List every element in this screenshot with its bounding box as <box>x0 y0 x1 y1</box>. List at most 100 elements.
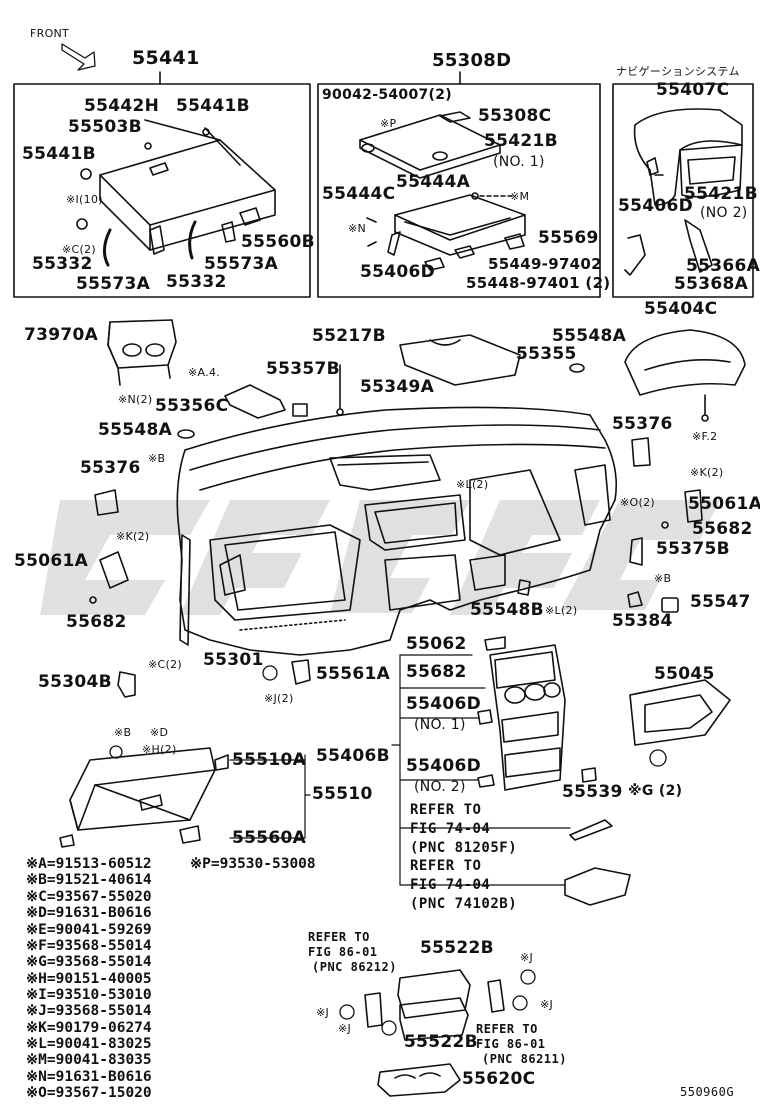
reference-note-title: REFER TO <box>410 858 482 874</box>
fastener-callout: ※B <box>148 452 166 465</box>
glovebox-group-frame <box>13 83 311 298</box>
part-label-55407C: 55407C <box>656 80 730 100</box>
part-label-55406D: 55406D <box>406 694 482 714</box>
legend-entry: ※H=90151-40005 <box>26 971 152 987</box>
part-label-55522B: 55522B <box>420 938 494 958</box>
fastener-callout: ※C(2) <box>148 658 182 671</box>
fastener-callout: ※A.4. <box>188 366 221 379</box>
plug-55548A-left <box>177 429 195 439</box>
part-label-73970A: 73970A <box>24 325 99 345</box>
part-label-55548B: 55548B <box>470 600 544 620</box>
cover-55384 <box>627 591 643 608</box>
fastener-callout: ※G (2) <box>628 783 683 799</box>
switch-81205F-sketch <box>569 819 613 841</box>
part-label-55448-97401: 55448-97401 (2) <box>466 274 611 292</box>
part-label-55573A: 55573A <box>204 254 279 274</box>
nav-bezel-sketch <box>624 108 743 276</box>
part-label-55368A: 55368A <box>674 274 749 294</box>
reference-note-figure: FIG 74-04 <box>410 877 491 893</box>
legend-entry: ※C=93567-55020 <box>26 889 152 905</box>
part-label-55376: 55376 <box>80 458 141 478</box>
part-label-55547: 55547 <box>690 592 751 612</box>
reference-note-pnc: (PNC 74102B) <box>410 896 518 912</box>
lower-group-frame <box>317 83 601 298</box>
speaker-cover-sketch <box>224 384 286 419</box>
part-label-55045: 55045 <box>654 664 715 684</box>
part-label-55304B: 55304B <box>38 672 112 692</box>
fastener-callout: ※J <box>316 1006 330 1019</box>
part-label-55406B: 55406B <box>316 746 390 766</box>
reference-note-pnc: (PNC 86212) <box>312 960 397 974</box>
fastener-callout: ※F.2 <box>692 430 718 443</box>
fastener-callout: ※J <box>338 1022 352 1035</box>
side-register-right <box>684 489 703 523</box>
legend-entry: ※G=93568-55014 <box>26 954 152 970</box>
legend-entry: ※M=90041-83035 <box>26 1052 152 1068</box>
instrument-panel-sketch <box>176 406 618 656</box>
part-label-55062: 55062 <box>406 634 467 654</box>
legend-entry: ※B=91521-40614 <box>26 872 152 888</box>
connector-lines <box>229 654 571 886</box>
part-note: (NO 2) <box>700 205 748 221</box>
part-label-55560B: 55560B <box>241 232 315 252</box>
group-label-55308D: 55308D <box>432 50 512 71</box>
part-label-55682: 55682 <box>406 662 467 682</box>
part-label-55332: 55332 <box>166 272 227 292</box>
legend-entry: ※D=91631-B0616 <box>26 905 152 921</box>
part-label-55376: 55376 <box>612 414 673 434</box>
bracket-55304B <box>117 671 136 698</box>
part-label-55510A: 55510A <box>232 750 307 770</box>
part-label-55384: 55384 <box>612 611 673 631</box>
reference-note-figure: FIG 86-01 <box>308 945 378 959</box>
bracket-55375B <box>629 537 643 566</box>
fastener-callout: ※L(2) <box>456 478 489 491</box>
part-label-55357B: 55357B <box>266 359 340 379</box>
fastener-callout: ※N(2) <box>118 393 153 406</box>
part-label-55620C: 55620C <box>462 1069 536 1089</box>
finish-panel-55045-sketch <box>629 679 731 746</box>
part-label-55406D: 55406D <box>406 756 482 776</box>
fastener-callout: ※L(2) <box>545 604 578 617</box>
legend-entry: ※P=93530-53008 <box>190 856 316 872</box>
lower-panel-sketch <box>359 111 526 271</box>
fastener-callout: ※B <box>114 726 132 739</box>
part-label-55406D: 55406D <box>618 196 694 216</box>
part-label-55356C: 55356C <box>155 396 229 416</box>
upper-pad-sketch <box>399 334 521 386</box>
part-label-55682: 55682 <box>66 612 127 632</box>
bracket-55376-right <box>631 437 651 467</box>
cover-55547 <box>661 597 679 613</box>
reference-note-title: REFER TO <box>308 930 370 944</box>
fastener-callout: ※J <box>520 951 534 964</box>
part-label-55560A: 55560A <box>232 828 307 848</box>
legend-entry: ※L=90041-83025 <box>26 1036 152 1052</box>
fastener-callout: ※H(2) <box>142 743 177 756</box>
group-label-55441: 55441 <box>132 47 200 69</box>
legend-entry: ※K=90179-06274 <box>26 1020 152 1036</box>
part-label-55569: 55569 <box>538 228 599 248</box>
part-label-55301: 55301 <box>203 650 264 670</box>
part-label-55355: 55355 <box>516 344 577 364</box>
part-note: (NO. 2) <box>414 779 466 795</box>
legend-entry: ※N=91631-B0616 <box>26 1069 152 1085</box>
part-label-55548A: 55548A <box>552 326 627 346</box>
cup-74102B-sketch <box>564 867 631 906</box>
reference-note-figure: FIG 86-01 <box>476 1037 546 1051</box>
fastener-callout: ※O(2) <box>620 496 655 509</box>
reference-note-pnc: (PNC 86211) <box>482 1052 567 1066</box>
part-label-55406D: 55406D <box>360 262 436 282</box>
fastener-callout: ※I(10) <box>66 193 103 206</box>
part-label-55522B: 55522B <box>404 1032 478 1052</box>
figure-id: 550960G <box>680 1085 735 1099</box>
part-label-55421B: 55421B <box>484 131 558 151</box>
reference-note-title: REFER TO <box>410 802 482 818</box>
part-label-55539: 55539 <box>562 782 623 802</box>
glovebox-door-sketch <box>76 119 276 267</box>
cluster-hood-sketch <box>624 329 746 396</box>
legend-entry: ※F=93568-55014 <box>26 938 152 954</box>
fastener-callout: ※C(2) <box>62 243 96 256</box>
part-label-55375B: 55375B <box>656 539 730 559</box>
bracket-55376-left <box>94 489 119 516</box>
